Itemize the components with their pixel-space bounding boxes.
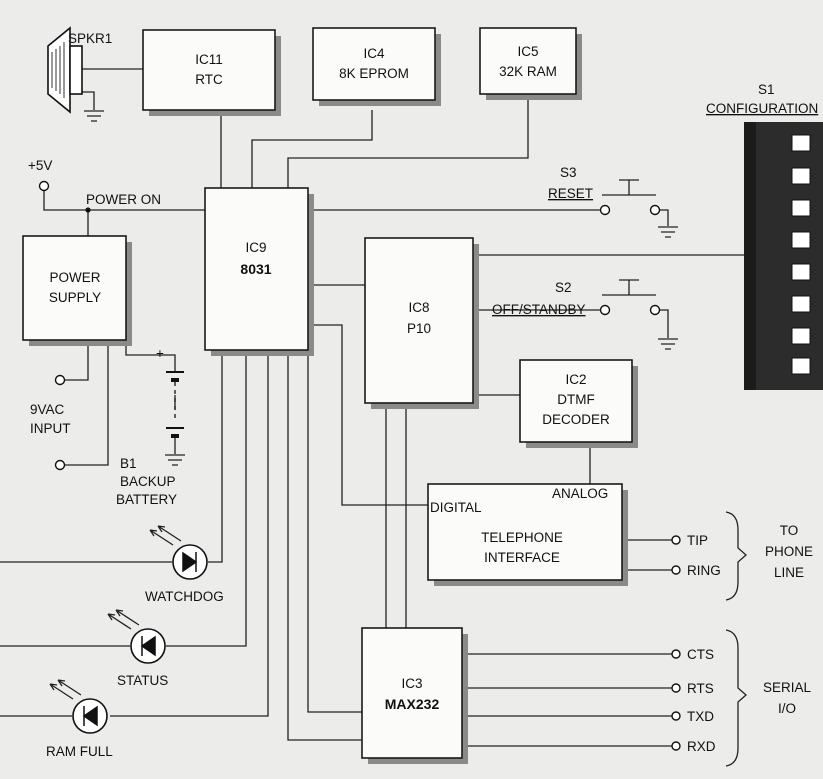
rxd-terminal [672, 742, 680, 750]
ic8-name: P10 [407, 321, 431, 336]
ic8-ref: IC8 [408, 300, 429, 315]
s3-name: RESET [548, 186, 593, 201]
battery-plus-label: + [156, 346, 164, 361]
phone-brace [726, 512, 746, 600]
serial-brace [726, 630, 746, 766]
battery-line2: BATTERY [116, 492, 177, 507]
cts-terminal [672, 650, 680, 658]
power-supply-line2: SUPPLY [49, 290, 101, 305]
phone-group-line3: LINE [774, 565, 804, 580]
ic2-ref: IC2 [565, 372, 586, 387]
s2-name: OFF/STANDBY [492, 302, 586, 317]
s1-dip-switch [744, 122, 823, 390]
junction-dots [85, 207, 90, 212]
s2-standby-switch [601, 280, 660, 315]
ground-icon [84, 111, 104, 121]
led-watchdog-label: WATCHDOG [145, 589, 224, 604]
serial-rts-label: RTS [687, 681, 714, 696]
ground-icon [165, 455, 185, 465]
status-led-icon [108, 610, 165, 663]
power-supply-block [23, 236, 126, 340]
battery-ref: B1 [120, 456, 137, 471]
led-status-label: STATUS [117, 673, 168, 688]
speaker-label: SPKR1 [68, 31, 112, 46]
txd-terminal [672, 712, 680, 720]
vac-terminal-2 [56, 461, 65, 470]
ic11-rtc-block [143, 30, 275, 110]
vac-label-line1: 9VAC [30, 402, 65, 417]
ram-full-led-icon [50, 680, 107, 733]
ic5-name: 32K RAM [499, 64, 557, 79]
ground-icon [658, 227, 678, 237]
rts-terminal [672, 684, 680, 692]
vac-label-line2: INPUT [30, 421, 71, 436]
s2-ref: S2 [555, 280, 572, 295]
s3-reset-switch [601, 180, 660, 215]
serial-txd-label: TXD [687, 709, 714, 724]
ic3-max232-block [362, 628, 462, 758]
watchdog-led-icon [150, 526, 207, 579]
serial-cts-label: CTS [687, 647, 714, 662]
ic5-ref: IC5 [517, 44, 538, 59]
power-on-label: POWER ON [86, 192, 161, 207]
ic4-ref: IC4 [363, 46, 385, 61]
ic9-ref: IC9 [245, 240, 266, 255]
telephone-interface-line2: INTERFACE [484, 550, 560, 565]
ic4-eprom-block [313, 28, 435, 100]
telephone-interface-line1: TELEPHONE [481, 530, 563, 545]
phone-group-line2: PHONE [765, 544, 813, 559]
plus5v-label: +5V [28, 158, 52, 173]
ic9-name: 8031 [240, 261, 271, 277]
ground-icon [658, 339, 678, 349]
power-supply-line1: POWER [49, 270, 100, 285]
phone-group-line1: TO [780, 523, 799, 538]
vac-terminal-1 [56, 376, 65, 385]
serial-group-line1: SERIAL [763, 680, 812, 695]
ring-terminal [672, 566, 680, 574]
battery-line1: BACKUP [120, 474, 176, 489]
telephone-digital-label: DIGITAL [430, 500, 482, 515]
ic11-ref: IC11 [195, 52, 223, 67]
ic3-name: MAX232 [385, 696, 440, 712]
s1-name: CONFIGURATION [706, 101, 818, 116]
ic11-name: RTC [195, 72, 223, 87]
ic2-name2: DECODER [542, 412, 610, 427]
tip-terminal [672, 536, 680, 544]
serial-rxd-label: RXD [687, 739, 716, 754]
telephone-analog-label: ANALOG [552, 486, 608, 501]
plus5v-terminal [40, 182, 49, 191]
s3-ref: S3 [560, 165, 577, 180]
ring-label: RING [687, 563, 721, 578]
led-ram-full-label: RAM FULL [46, 744, 113, 759]
ic3-ref: IC3 [401, 676, 422, 691]
s1-ref: S1 [758, 82, 775, 97]
ic2-name: DTMF [557, 392, 595, 407]
serial-group-line2: I/O [778, 701, 796, 716]
ic4-name: 8K EPROM [339, 66, 409, 81]
tip-label: TIP [687, 533, 708, 548]
ic5-ram-block [480, 28, 576, 94]
